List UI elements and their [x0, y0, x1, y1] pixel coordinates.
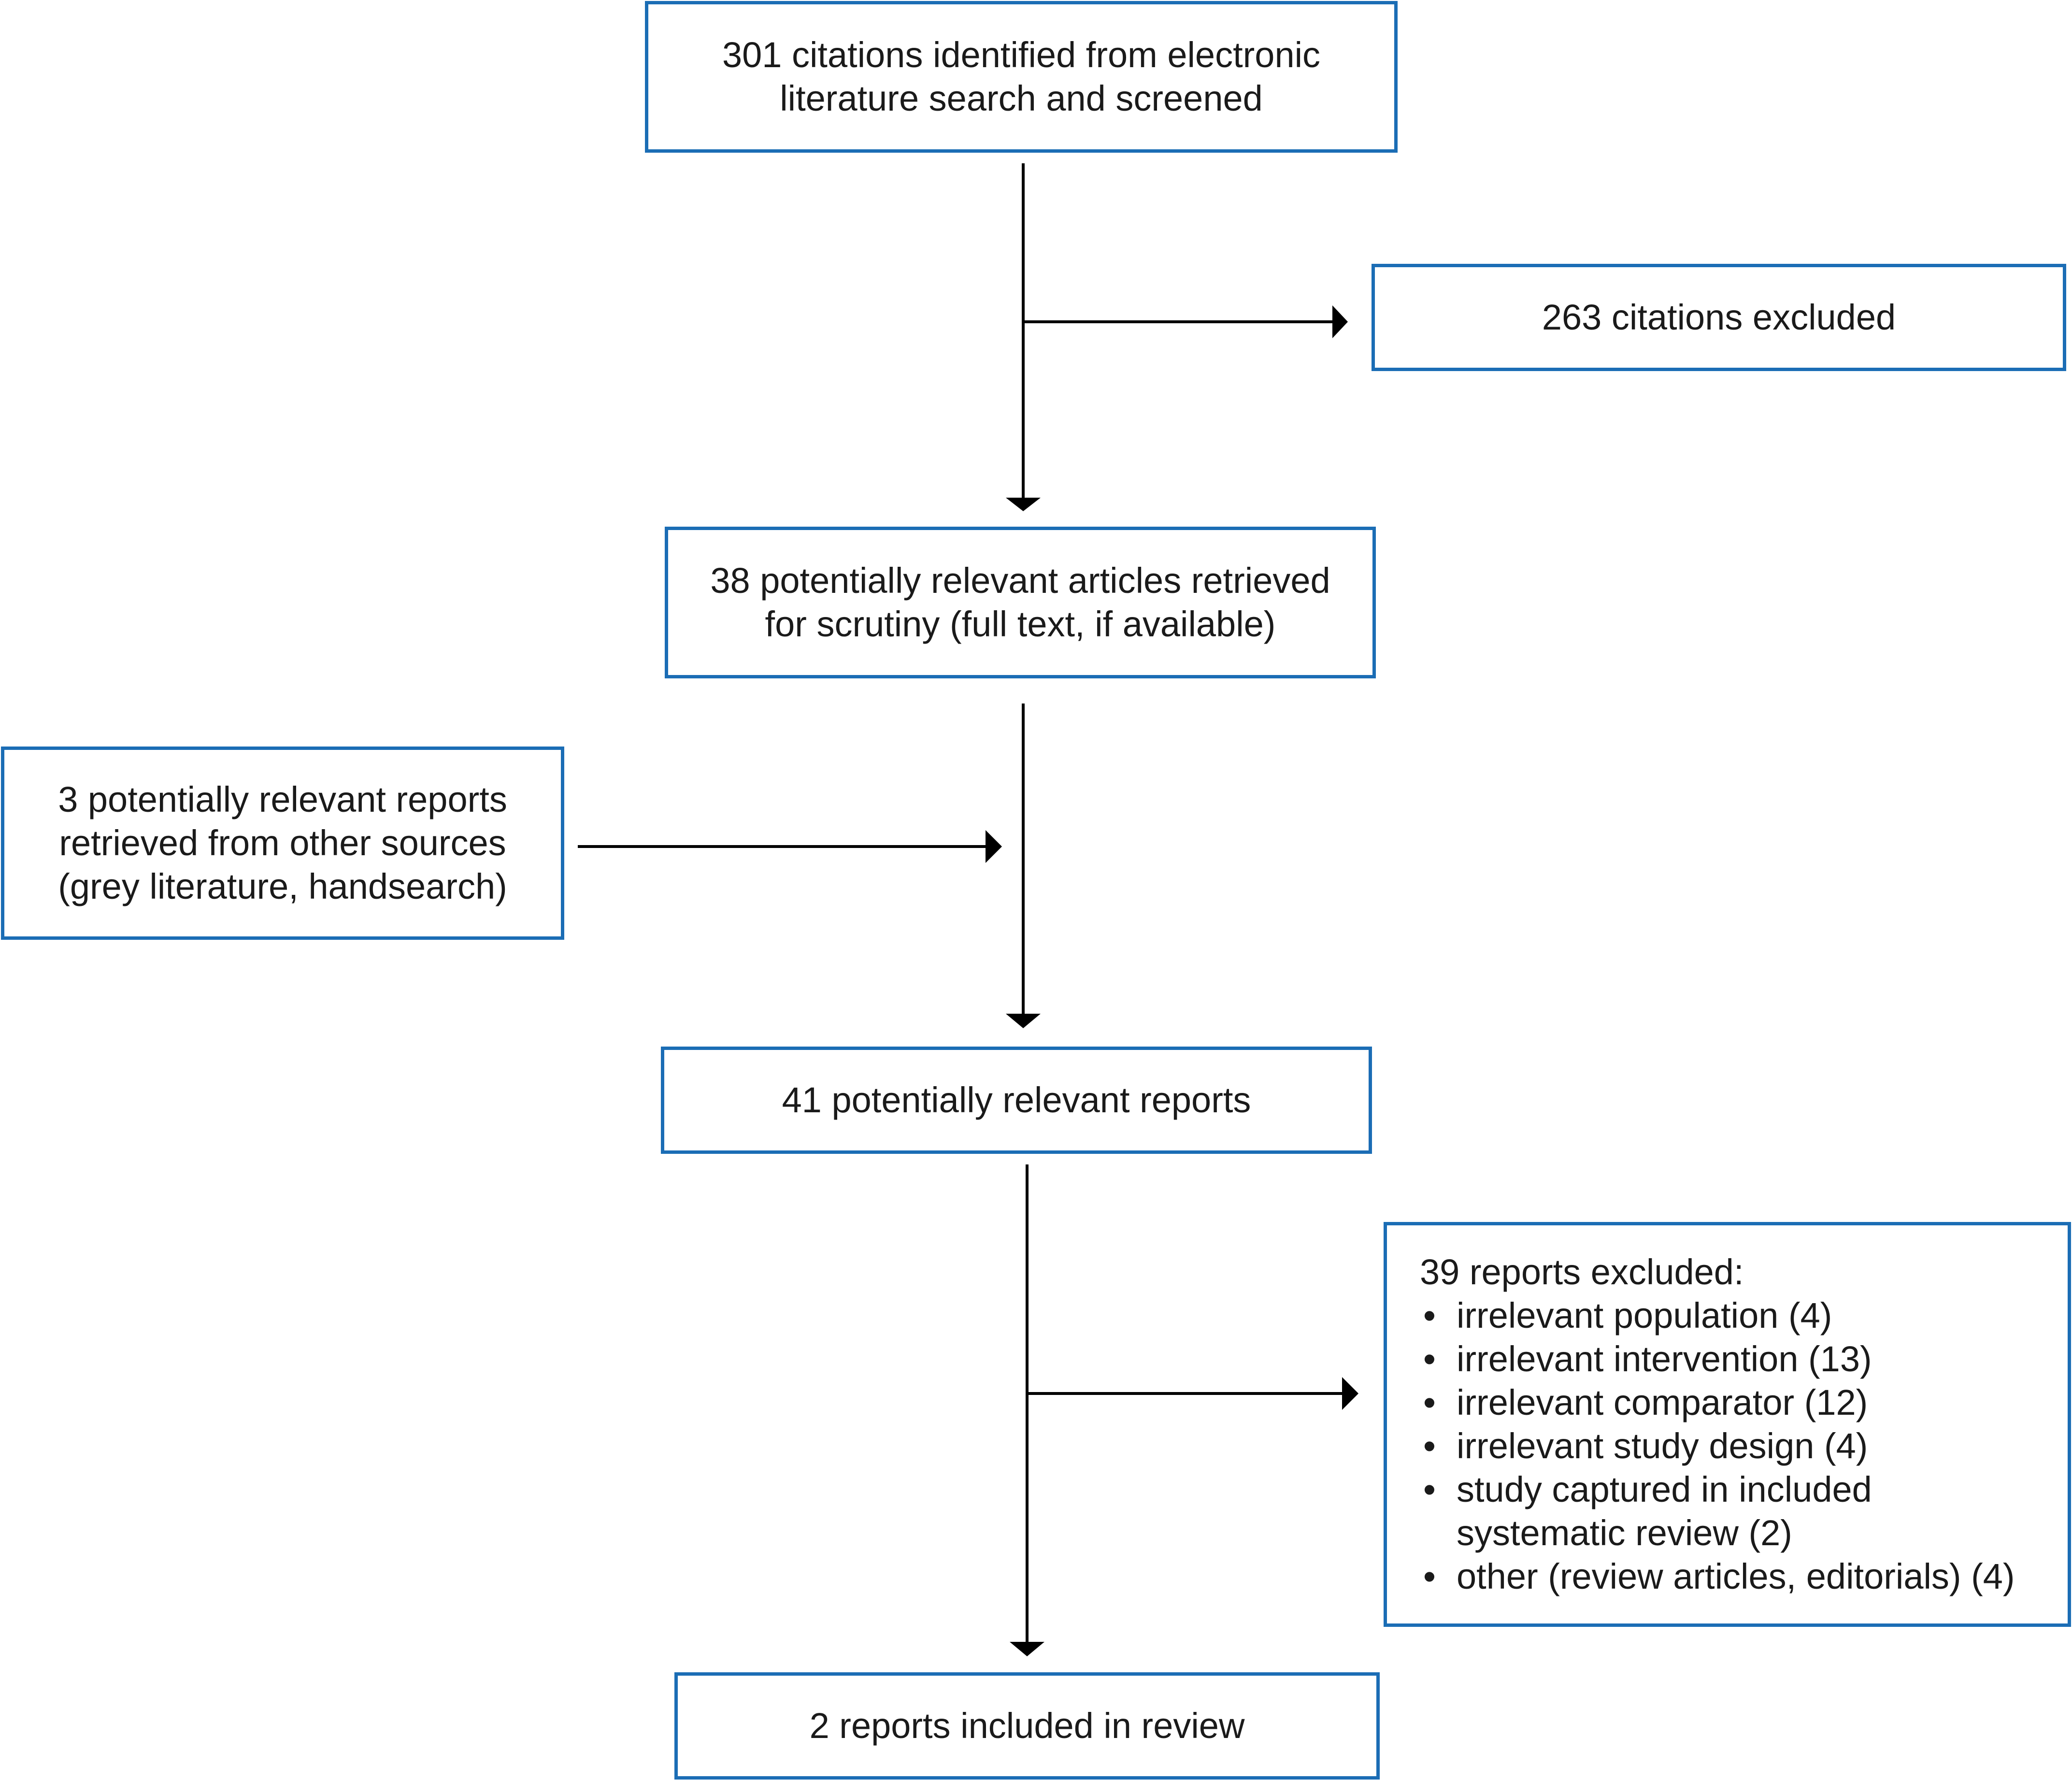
- bullet-icon: •: [1423, 1295, 1436, 1336]
- exclusion-reason-text: other (review articles, editorials) (4): [1457, 1556, 2015, 1596]
- exclusion-reason-item: • other (review articles, editorials) (4…: [1420, 1555, 2015, 1598]
- bullet-icon: •: [1423, 1426, 1436, 1466]
- exclusion-reason-text: irrelevant comparator (12): [1457, 1382, 1868, 1422]
- reports-included-text: 2 reports included in review: [809, 1706, 1245, 1746]
- excluded-citations-text: 263 citations excluded: [1542, 297, 1896, 337]
- other-sources-line-2: retrieved from other sources: [59, 823, 506, 863]
- arrowhead-to-excluded-citations: [1332, 305, 1348, 338]
- arrowhead-to-relevant: [1006, 1014, 1041, 1028]
- other-sources-line-1: 3 potentially relevant reports: [58, 779, 507, 819]
- bullet-icon: •: [1423, 1339, 1436, 1379]
- exclusion-reason-item: • irrelevant study design (4): [1420, 1424, 2015, 1468]
- exclusion-reason-text: irrelevant population (4): [1457, 1295, 1832, 1336]
- reports-included-box: 2 reports included in review: [674, 1672, 1380, 1780]
- excluded-reports-box: 39 reports excluded: • irrelevant popula…: [1384, 1222, 2071, 1627]
- bullet-icon: •: [1423, 1556, 1436, 1596]
- exclusion-reason-item: • irrelevant intervention (13): [1420, 1337, 2015, 1381]
- exclusion-reason-text: irrelevant study design (4): [1457, 1426, 1868, 1466]
- exclusion-reason-text: study captured in included: [1457, 1469, 1872, 1509]
- search-results-line-1: 301 citations identified from electronic: [722, 35, 1321, 75]
- arrowhead-from-other-sources: [986, 830, 1002, 863]
- exclusion-reasons-list: • irrelevant population (4) • irrelevant…: [1420, 1294, 2015, 1598]
- potentially-relevant-reports-text: 41 potentially relevant reports: [782, 1080, 1251, 1120]
- arrowhead-to-included: [1010, 1642, 1044, 1656]
- retrieved-for-scrutiny-line-2: for scrutiny (full text, if available): [765, 604, 1276, 644]
- search-results-box: 301 citations identified from electronic…: [645, 1, 1398, 153]
- retrieved-for-scrutiny-box: 38 potentially relevant articles retriev…: [665, 527, 1376, 678]
- retrieved-for-scrutiny-line-1: 38 potentially relevant articles retriev…: [710, 560, 1330, 601]
- bullet-icon: •: [1423, 1382, 1436, 1422]
- exclusion-reason-continuation: systematic review (2): [1457, 1513, 1792, 1553]
- exclusion-reason-item: • irrelevant comparator (12): [1420, 1381, 2015, 1424]
- excluded-citations-box: 263 citations excluded: [1372, 264, 2066, 371]
- exclusion-reason-item: • irrelevant population (4): [1420, 1294, 2015, 1337]
- exclusion-reason-text: irrelevant intervention (13): [1457, 1339, 1872, 1379]
- arrowhead-to-excluded-reports: [1342, 1377, 1358, 1410]
- exclusion-reason-item: • study captured in included systematic …: [1420, 1468, 2015, 1555]
- potentially-relevant-reports-box: 41 potentially relevant reports: [661, 1047, 1372, 1154]
- arrowhead-to-scrutiny: [1006, 498, 1041, 511]
- excluded-reports-heading: 39 reports excluded:: [1420, 1252, 1744, 1292]
- bullet-icon: •: [1423, 1469, 1436, 1509]
- search-results-line-2: literature search and screened: [780, 78, 1263, 118]
- other-sources-box: 3 potentially relevant reports retrieved…: [1, 747, 564, 940]
- other-sources-line-3: (grey literature, handsearch): [58, 866, 507, 906]
